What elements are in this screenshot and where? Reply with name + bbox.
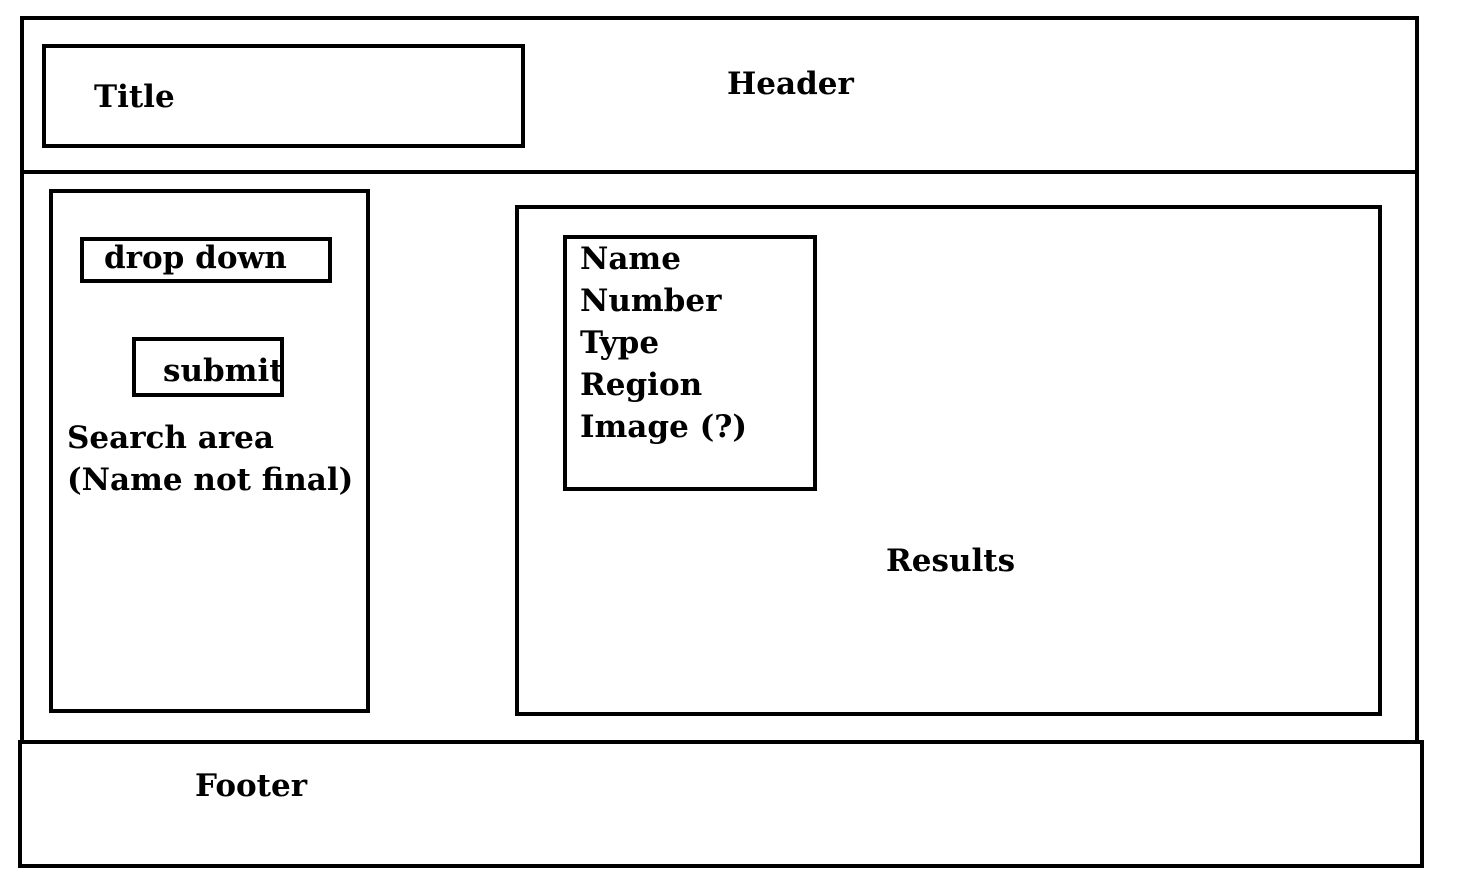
results-label: Results (886, 543, 1016, 579)
search-area-label-line1: Search area (67, 420, 274, 456)
footer-section (18, 740, 1424, 868)
footer-label: Footer (195, 768, 308, 804)
result-card-fields: Name Number Type Region Image (?) (580, 238, 747, 448)
title-box (42, 44, 525, 148)
result-card[interactable] (563, 235, 817, 491)
field-name: Name (580, 241, 681, 277)
field-region: Region (580, 367, 703, 403)
search-area-label-line2: (Name not final) (67, 462, 354, 498)
dropdown-select[interactable] (80, 237, 332, 283)
field-type: Type (580, 325, 660, 361)
dropdown-label: drop down (104, 240, 287, 276)
field-number: Number (580, 283, 722, 319)
search-area-panel (49, 189, 370, 713)
title-label: Title (94, 79, 175, 115)
header-label: Header (727, 66, 854, 102)
submit-label: submit (163, 353, 284, 389)
submit-button[interactable] (132, 337, 284, 397)
results-panel (515, 205, 1382, 716)
field-image: Image (?) (580, 409, 748, 445)
